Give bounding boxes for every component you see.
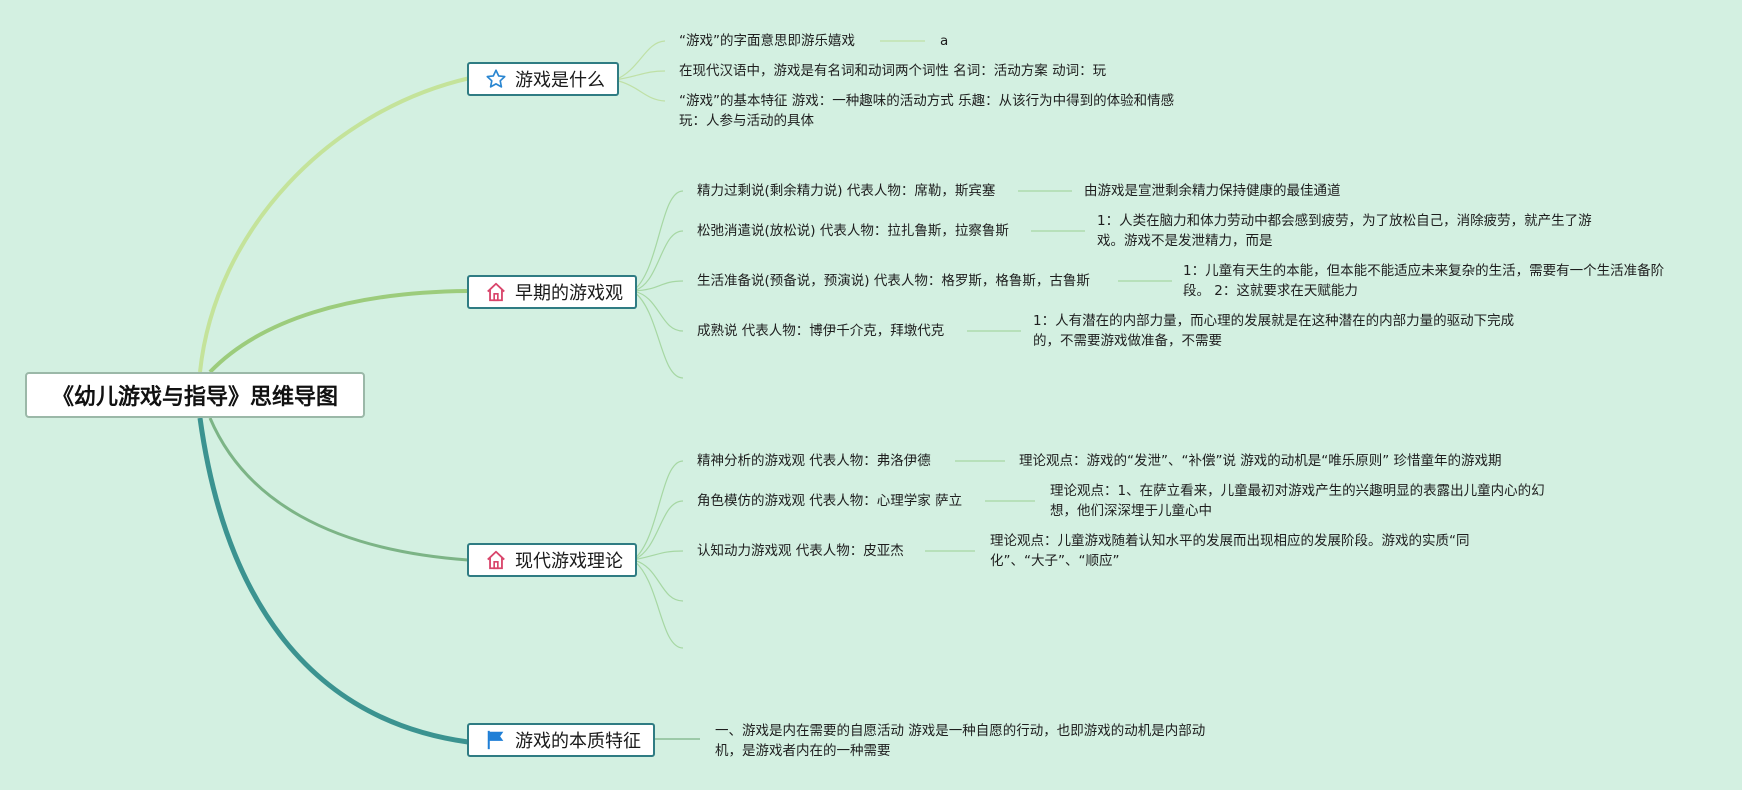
modern-leaf-1-detail[interactable]: 理论观点：游戏的“发泄”、“补偿”说 游戏的动机是“唯乐原则” 珍惜童年的游戏期 <box>1019 453 1502 469</box>
early-leaf-2[interactable]: 松弛消遣说(放松说) 代表人物：拉扎鲁斯，拉察鲁斯 <box>697 223 1009 239</box>
star-icon <box>485 68 507 90</box>
what-leaf-2[interactable]: 在现代汉语中，游戏是有名词和动词两个词性 名词：活动方案 动词：玩 <box>679 63 1107 79</box>
root-title: 《幼儿游戏与指导》思维导图 <box>51 385 338 410</box>
branch-essence[interactable]: 游戏的本质特征 <box>467 723 655 757</box>
what-leaf-1[interactable]: “游戏”的字面意思即游乐嬉戏 <box>679 33 855 49</box>
modern-leaf-2[interactable]: 角色模仿的游戏观 代表人物：心理学家 萨立 <box>697 493 963 509</box>
early-leaf-1[interactable]: 精力过剩说(剩余精力说) 代表人物：席勒，斯宾塞 <box>697 183 996 199</box>
what-leaf-1-note[interactable]: a <box>940 33 949 49</box>
home-icon <box>485 549 507 571</box>
branch-label: 游戏是什么 <box>515 70 605 91</box>
root-topic[interactable]: 《幼儿游戏与指导》思维导图 <box>25 372 365 418</box>
root-to-early-curve <box>208 289 469 374</box>
branch-label: 早期的游戏观 <box>515 283 623 304</box>
modern-leaf-2-detail[interactable]: 理论观点：1、在萨立看来，儿童最初对游戏产生的兴趣明显的表露出儿童内心的幻想，他… <box>1050 483 1545 519</box>
early-leaf-4[interactable]: 成熟说 代表人物：博伊千介克，拜墩代克 <box>697 323 945 339</box>
essence-leaf-1[interactable]: 一、游戏是内在需要的自愿活动 游戏是一种自愿的行动，也即游戏的动机是内部动机，是… <box>715 723 1206 759</box>
branch-what-is-game[interactable]: 游戏是什么 <box>467 62 619 96</box>
modern-leaf-1[interactable]: 精神分析的游戏观 代表人物：弗洛伊德 <box>697 453 931 469</box>
modern-leaf-3[interactable]: 认知动力游戏观 代表人物：皮亚杰 <box>697 543 904 559</box>
what-fan <box>614 40 925 102</box>
early-leaf-2-detail[interactable]: 1：人类在脑力和体力劳动中都会感到疲劳，为了放松自己，消除疲劳，就产生了游戏。游… <box>1097 213 1592 249</box>
early-leaf-3[interactable]: 生活准备说(预备说，预演说) 代表人物：格罗斯，格鲁斯，古鲁斯 <box>697 273 1090 289</box>
what-leaf-3[interactable]: “游戏”的基本特征 游戏：一种趣味的活动方式 乐趣：从该行为中得到的体验和情感 … <box>679 93 1175 129</box>
home-icon <box>485 281 507 303</box>
early-leaf-4-detail[interactable]: 1：人有潜在的内部力量，而心理的发展就是在这种潜在的内部力量的驱动下完成的，不需… <box>1033 313 1515 349</box>
root-to-modern-curve <box>208 417 469 562</box>
branch-early-views[interactable]: 早期的游戏观 <box>467 275 637 309</box>
early-leaf-3-detail[interactable]: 1：儿童有天生的本能，但本能不能适应未来复杂的生活，需要有一个生活准备阶段。 2… <box>1183 263 1665 299</box>
modern-leaf-3-detail[interactable]: 理论观点：儿童游戏随着认知水平的发展而出现相应的发展阶段。游戏的实质“同化”、“… <box>990 533 1470 569</box>
early-fan <box>632 190 1172 379</box>
root-to-what-curve <box>198 76 471 373</box>
branch-label: 游戏的本质特征 <box>515 731 641 752</box>
branch-modern-theories[interactable]: 现代游戏理论 <box>467 543 637 577</box>
branch-label: 现代游戏理论 <box>515 551 623 572</box>
modern-fan <box>632 460 1035 649</box>
flag-icon <box>485 729 507 751</box>
early-leaf-1-detail[interactable]: 由游戏是宣泄剩余精力保持健康的最佳通道 <box>1084 183 1341 199</box>
root-to-essence-curve <box>197 417 469 745</box>
